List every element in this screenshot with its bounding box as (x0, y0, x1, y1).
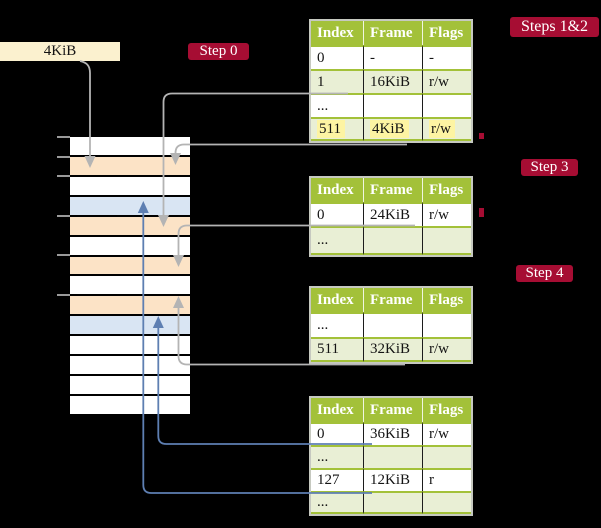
table-row: 0-- (311, 45, 471, 69)
table-cell (363, 226, 422, 255)
column-header: Index (311, 21, 363, 45)
column-header: Frame (363, 288, 422, 312)
table-cell: 511 (311, 117, 363, 141)
column-header: Index (311, 288, 363, 312)
memory-tick (57, 214, 70, 217)
table-cell (422, 226, 471, 255)
memory-row-free (70, 395, 190, 414)
memory-row-page-table (70, 256, 190, 277)
table-cell: - (363, 45, 422, 69)
table-cell: 24KiB (363, 202, 422, 226)
table-cell: 4KiB (363, 117, 422, 141)
memory-row-mapped-page (70, 316, 190, 337)
table-cell: ... (311, 491, 363, 514)
column-header: Flags (422, 21, 471, 45)
table-cell (363, 312, 422, 337)
table-cell: 36KiB (363, 422, 422, 445)
red-marker (479, 133, 484, 139)
column-header: Flags (422, 178, 471, 202)
table-cell: ... (311, 445, 363, 468)
table-row: ... (311, 226, 471, 255)
highlighted-value: 511 (317, 119, 345, 138)
table-cell: 0 (311, 202, 363, 226)
table-row: ... (311, 312, 471, 337)
table-cell: 511 (311, 337, 363, 362)
table-cell: 16KiB (363, 69, 422, 93)
column-header: Flags (422, 288, 471, 312)
highlighted-value: 4KiB (370, 119, 409, 138)
table-cell: r (422, 468, 471, 491)
memory-row-free (70, 356, 190, 377)
table-cell: 1 (311, 69, 363, 93)
column-header: Index (311, 398, 363, 422)
table-cell: - (422, 45, 471, 69)
table-cell (422, 491, 471, 514)
memory-tick (57, 136, 70, 138)
memory-row-page-table (70, 296, 190, 317)
step-label-3: Step 3 (521, 159, 578, 176)
table-cell: 0 (311, 422, 363, 445)
table-row: ... (311, 491, 471, 514)
table-cell: r/w (422, 337, 471, 362)
table-row: ... (311, 93, 471, 117)
memory-tick (57, 175, 70, 178)
table-cell (363, 93, 422, 117)
column-header: Frame (363, 398, 422, 422)
memory-row-free (70, 276, 190, 297)
table-cell: r/w (422, 69, 471, 93)
memory-row-free (70, 176, 190, 197)
table-row: ... (311, 445, 471, 468)
column-header: Index (311, 178, 363, 202)
table-cell: r/w (422, 117, 471, 141)
table-cell (422, 445, 471, 468)
memory-row-free (70, 137, 190, 157)
arrow-l4-entry511-to-4kib-frame (174, 143, 407, 155)
step-label-1-2: Steps 1&2 (510, 17, 599, 37)
table-row: 511 4KiB r/w (311, 117, 471, 141)
table-cell: 127 (311, 468, 363, 491)
column-header: Frame (363, 178, 422, 202)
table-cell (363, 445, 422, 468)
memory-row-mapped-page (70, 196, 190, 217)
table-cell (422, 93, 471, 117)
table-cell: ... (311, 226, 363, 255)
physical-memory-column (70, 137, 190, 414)
table-cell (363, 491, 422, 514)
table-cell: ... (311, 312, 363, 337)
memory-tick (57, 155, 70, 158)
column-header: Flags (422, 398, 471, 422)
memory-row-page-table (70, 216, 190, 237)
table-cell: 32KiB (363, 337, 422, 362)
memory-row-free (70, 336, 190, 357)
memory-row-page-table (70, 156, 190, 177)
step-label-0: Step 0 (188, 43, 249, 60)
memory-tick (57, 293, 70, 296)
column-header: Frame (363, 21, 422, 45)
step-label-4: Step 4 (516, 265, 573, 282)
memory-row-free (70, 376, 190, 396)
table-cell: r/w (422, 202, 471, 226)
table-cell: ... (311, 93, 363, 117)
table-cell (422, 312, 471, 337)
highlighted-value: r/w (429, 119, 455, 138)
memory-tick (57, 254, 70, 257)
memory-row-free (70, 236, 190, 257)
table-cell: 0 (311, 45, 363, 69)
red-marker (479, 208, 484, 217)
table-cell: r/w (422, 422, 471, 445)
page-size-label: 4KiB (0, 42, 120, 61)
table-cell: 12KiB (363, 468, 422, 491)
